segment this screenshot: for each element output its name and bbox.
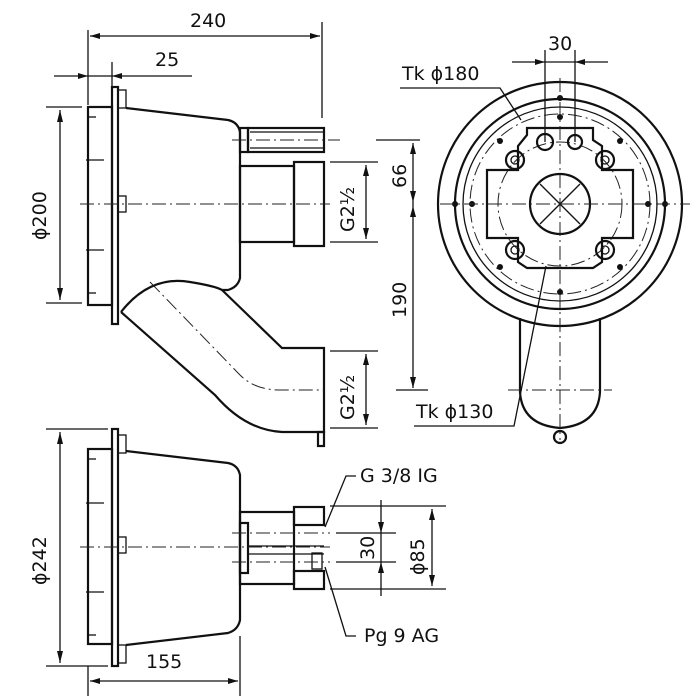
dim-25: 25	[155, 49, 179, 71]
front-view: 30 Tk ϕ180 Tk ϕ130	[400, 33, 690, 445]
mounting-plate	[485, 126, 635, 270]
dim-190: 190	[389, 282, 411, 318]
thread-lower: G2½	[337, 375, 359, 420]
side-view-top: 240 25 ϕ200 G2½ G2½ 66	[29, 10, 428, 448]
thread-ig-label: G 3/8 IG	[360, 465, 438, 487]
dim-155: 155	[146, 651, 182, 673]
bolt-circle-180: Tk ϕ180	[401, 63, 479, 85]
thread-ag-label: Pg 9 AG	[364, 625, 439, 647]
side-view-bottom: ϕ242 155 30 ϕ85 G 3/8 IG Pg 9 AG	[29, 427, 446, 696]
dim-30-top: 30	[548, 33, 572, 55]
dim-diameter-85: ϕ85	[407, 538, 429, 575]
bottom-housing-body	[125, 449, 242, 647]
front-flange	[86, 105, 114, 307]
thread-upper: G2½	[337, 187, 359, 232]
dim-diameter-200: ϕ200	[29, 191, 51, 240]
bolt-circle-130: Tk ϕ130	[415, 401, 493, 423]
mounting-bolts	[504, 149, 616, 261]
elbow-pipe	[120, 279, 326, 434]
dim-30-spacing: 30	[357, 536, 379, 560]
dim-240: 240	[190, 10, 226, 32]
flange-tab-top	[117, 89, 127, 109]
flange-plate	[110, 85, 120, 326]
dim-66: 66	[389, 164, 411, 188]
dim-diameter-242: ϕ242	[29, 536, 51, 585]
housing-body	[125, 106, 242, 292]
